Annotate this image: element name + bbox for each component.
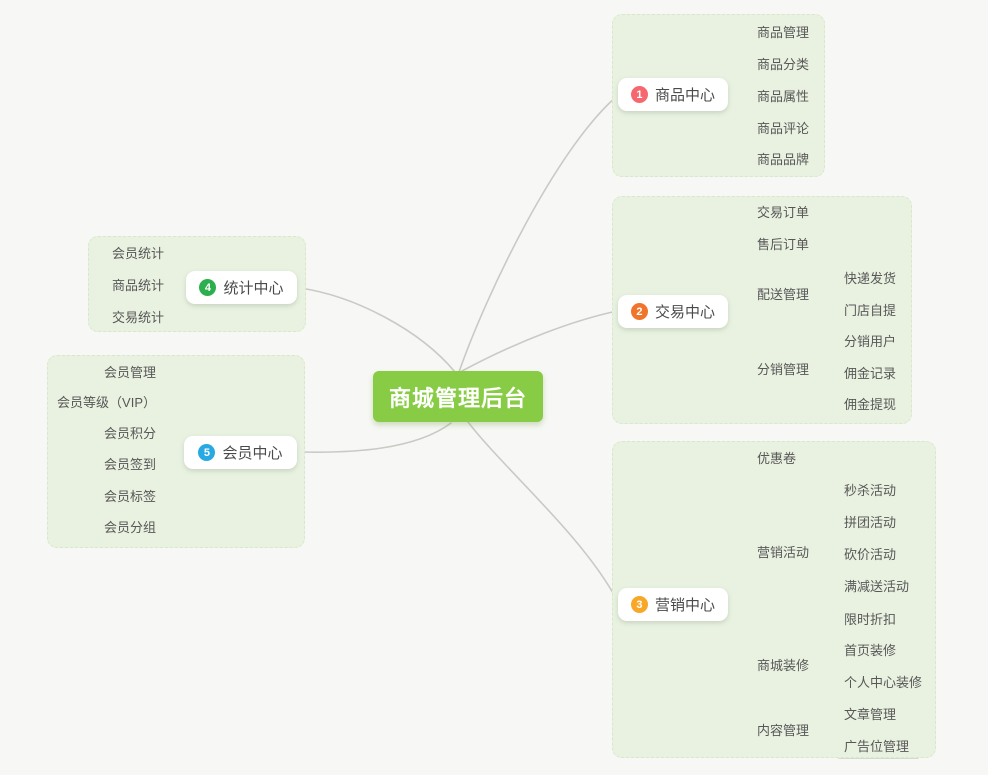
branch-node-statistics-center[interactable]: 4 统计中心 [186, 271, 297, 304]
topic-item[interactable]: 会员管理 [103, 365, 156, 380]
topic-item[interactable]: 个人中心装修 [844, 675, 923, 690]
topic-item[interactable]: 首页装修 [844, 643, 897, 658]
branch-label: 营销中心 [654, 597, 715, 614]
branch-node-member-center[interactable]: 5 会员中心 [184, 436, 297, 469]
badge-1-icon: 1 [630, 86, 648, 103]
topic-item[interactable]: 佣金记录 [844, 366, 897, 381]
topic-item[interactable]: 配送管理 [757, 287, 810, 302]
badge-2-icon: 2 [630, 303, 648, 320]
topic-item[interactable]: 门店自提 [844, 303, 897, 318]
topic-item[interactable]: 佣金提现 [844, 397, 897, 412]
topic-item[interactable]: 秒杀活动 [844, 483, 897, 498]
topic-item[interactable]: 分销管理 [757, 362, 810, 377]
topic-item[interactable]: 商品属性 [757, 89, 810, 104]
topic-item[interactable]: 文章管理 [844, 707, 897, 722]
branch-node-marketing-center[interactable]: 3 营销中心 [618, 588, 728, 621]
root-node[interactable]: 商城管理后台 [373, 371, 543, 422]
branch-node-trade-center[interactable]: 2 交易中心 [618, 295, 728, 328]
branch-node-product-center[interactable]: 1 商品中心 [618, 78, 728, 111]
topic-item[interactable]: 会员等级（VIP） [57, 395, 156, 410]
root-branch-curves [299, 95, 618, 601]
topic-item[interactable]: 优惠卷 [757, 451, 797, 466]
topic-item[interactable]: 售后订单 [757, 237, 810, 252]
topic-item[interactable]: 限时折扣 [844, 612, 897, 627]
topic-item[interactable]: 砍价活动 [844, 547, 897, 562]
branch-label: 商品中心 [654, 87, 715, 104]
badge-3-icon: 3 [630, 596, 648, 613]
topic-item[interactable]: 会员标签 [103, 489, 156, 504]
topic-item[interactable]: 营销活动 [757, 545, 810, 560]
topic-item[interactable]: 交易统计 [111, 310, 164, 325]
topic-item[interactable]: 快递发货 [844, 271, 897, 286]
topic-item[interactable]: 商品统计 [111, 278, 164, 293]
topic-item[interactable]: 满减送活动 [844, 579, 910, 594]
badge-4-icon: 4 [199, 279, 217, 296]
topic-item[interactable]: 内容管理 [757, 723, 810, 738]
topic-item[interactable]: 会员积分 [103, 426, 156, 441]
topic-item[interactable]: 广告位管理 [844, 739, 910, 754]
branch-label: 会员中心 [222, 445, 283, 462]
topic-item[interactable]: 会员签到 [103, 457, 156, 472]
topic-item[interactable]: 交易订单 [757, 205, 810, 220]
branch-label: 统计中心 [223, 280, 284, 297]
topic-item[interactable]: 会员统计 [111, 246, 164, 261]
topic-item[interactable]: 分销用户 [844, 334, 897, 349]
root-label: 商城管理后台 [388, 385, 527, 411]
topic-item[interactable]: 拼团活动 [844, 515, 897, 530]
branch-label: 交易中心 [654, 304, 715, 321]
topic-item[interactable]: 商品分类 [757, 57, 810, 72]
badge-5-icon: 5 [198, 444, 216, 461]
topic-item[interactable]: 会员分组 [103, 520, 156, 535]
topic-item[interactable]: 商品评论 [757, 121, 810, 136]
topic-item[interactable]: 商品管理 [757, 25, 810, 40]
topic-item[interactable]: 商品品牌 [757, 152, 810, 167]
topic-item[interactable]: 商城装修 [757, 658, 810, 673]
